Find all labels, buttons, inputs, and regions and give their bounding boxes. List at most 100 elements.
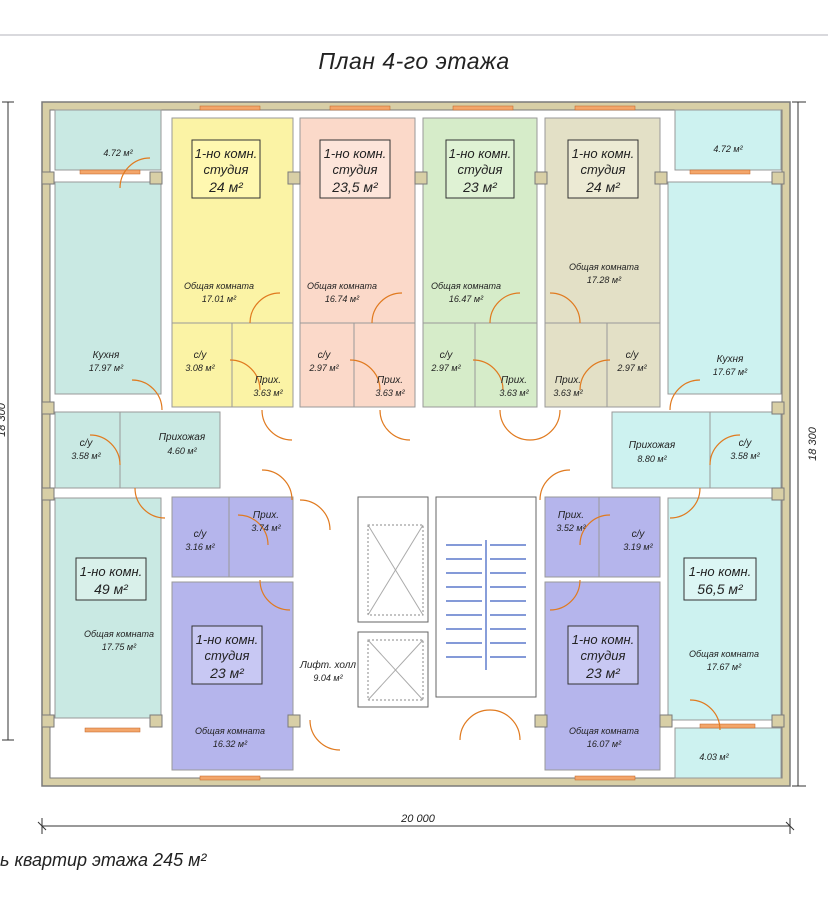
balcony-left-area: 4.72 м²	[103, 148, 133, 158]
apt-2-room-label: Общая комната	[307, 281, 377, 291]
bath-a2-area: 2.97 м²	[308, 363, 339, 373]
bath-left-side-area: 3.58 м²	[71, 451, 101, 461]
bath-left-side	[54, 411, 121, 489]
kitchen-right-area: 17.67 м²	[713, 367, 748, 377]
apt-4-room-label: Общая комната	[569, 262, 639, 272]
apt-2-area: 23,5 м²	[331, 179, 379, 195]
studio-1-bath	[171, 322, 233, 408]
apt-title-box-4: 1-но комн. студия 24 м²	[567, 139, 639, 199]
elevator-2	[357, 631, 429, 708]
apt-2-sub: студия	[333, 162, 378, 177]
bath-a4-area: 2.97 м²	[616, 363, 647, 373]
entry-a3-area: 3.63 м²	[499, 388, 529, 398]
apt-left-49	[54, 497, 162, 719]
apt-3-title: 1-но комн.	[449, 146, 512, 161]
studio-2-entry	[353, 322, 416, 408]
hall-right-label: Прихожая	[629, 440, 676, 451]
apt-4-title: 1-но комн.	[572, 146, 635, 161]
kitchen-right	[667, 181, 782, 395]
kitchen-left-label: Кухня	[93, 350, 120, 361]
height-dimension: 18 300	[807, 426, 819, 461]
lift-hall-label: Лифт. холл	[299, 659, 356, 671]
apt-7-sub: студия	[581, 648, 626, 663]
apt-4-sub: студия	[581, 162, 626, 177]
entry-b2-area: 3.52 м²	[556, 523, 586, 533]
apt-title-box-3: 1-но комн. студия 23 м²	[445, 139, 515, 199]
entry-a1-area: 3.63 м²	[253, 388, 283, 398]
kitchen-right-label: Кухня	[717, 354, 744, 365]
apt-1-area: 24 м²	[208, 179, 244, 195]
apt-5-room-label: Общая комната	[84, 629, 154, 639]
entry-a2-label: Прих.	[377, 375, 403, 386]
bath-a2-label: с/у	[318, 350, 332, 361]
apt-8-area: 56,5 м²	[697, 581, 744, 597]
hall-left	[119, 411, 221, 489]
apt-title-box-6: 1-но комн. студия 23 м²	[191, 625, 263, 685]
entry-a4-area: 3.63 м²	[553, 388, 583, 398]
entry-a1-label: Прих.	[255, 375, 281, 386]
studio-6-bath	[598, 496, 661, 578]
width-dimension: 20 000	[400, 813, 436, 825]
apt-5-area: 49 м²	[94, 581, 129, 597]
entry-b2-label: Прих.	[558, 510, 584, 521]
apt-1-sub: студия	[204, 162, 249, 177]
apt-6-room-label: Общая комната	[195, 726, 265, 736]
apt-title-box-2: 1-но комн. студия 23,5 м²	[319, 139, 391, 199]
bath-b2-area: 3.19 м²	[623, 542, 653, 552]
apt-title-box-8: 1-но комн. 56,5 м²	[683, 557, 757, 601]
apt-right-56	[667, 497, 782, 721]
studio-4-bath	[606, 322, 661, 408]
bath-b2-label: с/у	[632, 529, 646, 540]
apt-6-area: 23 м²	[209, 665, 245, 681]
balcony-bottom-right	[674, 727, 782, 779]
apt-6-room-area: 16.32 м²	[213, 739, 248, 749]
bath-a3-label: с/у	[440, 350, 454, 361]
footer-total-area: ь квартир этажа 245 м²	[0, 850, 207, 870]
bath-a1-area: 3.08 м²	[185, 363, 215, 373]
apt-title-box-5: 1-но комн. 49 м²	[75, 557, 147, 601]
apt-1-room-label: Общая комната	[184, 281, 254, 291]
lift-hall-area: 9.04 м²	[313, 673, 343, 683]
dimension-lines	[2, 101, 806, 834]
balcony-bottom-right-area: 4.03 м²	[699, 752, 729, 762]
apt-title-box-1: 1-но комн. студия 24 м²	[191, 139, 261, 199]
apt-3-room-label: Общая комната	[431, 281, 501, 291]
balcony-right-area: 4.72 м²	[713, 144, 743, 154]
bath-b1-label: с/у	[194, 529, 208, 540]
entry-b1-area: 3.74 м²	[251, 523, 281, 533]
apt-7-area: 23 м²	[585, 665, 621, 681]
studio-3-bath	[422, 322, 476, 408]
left-height-dimension: 18 300	[0, 402, 8, 437]
bath-right-side-label: с/у	[739, 438, 753, 449]
apt-1-room-area: 17.01 м²	[202, 294, 237, 304]
studio-5-entry	[228, 496, 294, 578]
apt-title-box-7: 1-но комн. студия 23 м²	[567, 625, 639, 685]
apt-8-room-area: 17.67 м²	[707, 662, 742, 672]
bath-b1-area: 3.16 м²	[185, 542, 215, 552]
studio-2-bath	[299, 322, 355, 408]
apt-6-sub: студия	[205, 648, 250, 663]
apt-5-room-area: 17.75 м²	[102, 642, 137, 652]
bath-a3-area: 2.97 м²	[430, 363, 461, 373]
apt-2-title: 1-но комн.	[324, 146, 387, 161]
apt-3-sub: студия	[458, 162, 503, 177]
elevator-1	[357, 496, 429, 623]
apt-4-area: 24 м²	[585, 179, 621, 195]
balcony-left	[54, 109, 162, 171]
plan-title: План 4-го этажа	[318, 48, 510, 74]
kitchen-left	[54, 181, 162, 395]
apt-5-title: 1-но комн.	[80, 564, 143, 579]
doors	[89, 157, 741, 751]
hall-left-label: Прихожая	[159, 432, 206, 443]
apt-7-room-label: Общая комната	[569, 726, 639, 736]
apt-4-room-area: 17.28 м²	[587, 275, 622, 285]
hall-right-area: 8.80 м²	[637, 454, 667, 464]
entry-a3-label: Прих.	[501, 375, 527, 386]
hall-left-area: 4.60 м²	[167, 446, 197, 456]
studio-3-entry	[474, 322, 538, 408]
entry-a4-label: Прих.	[555, 375, 581, 386]
bath-left-side-label: с/у	[80, 438, 94, 449]
apt-7-room-area: 16.07 м²	[587, 739, 622, 749]
windows	[79, 105, 756, 781]
